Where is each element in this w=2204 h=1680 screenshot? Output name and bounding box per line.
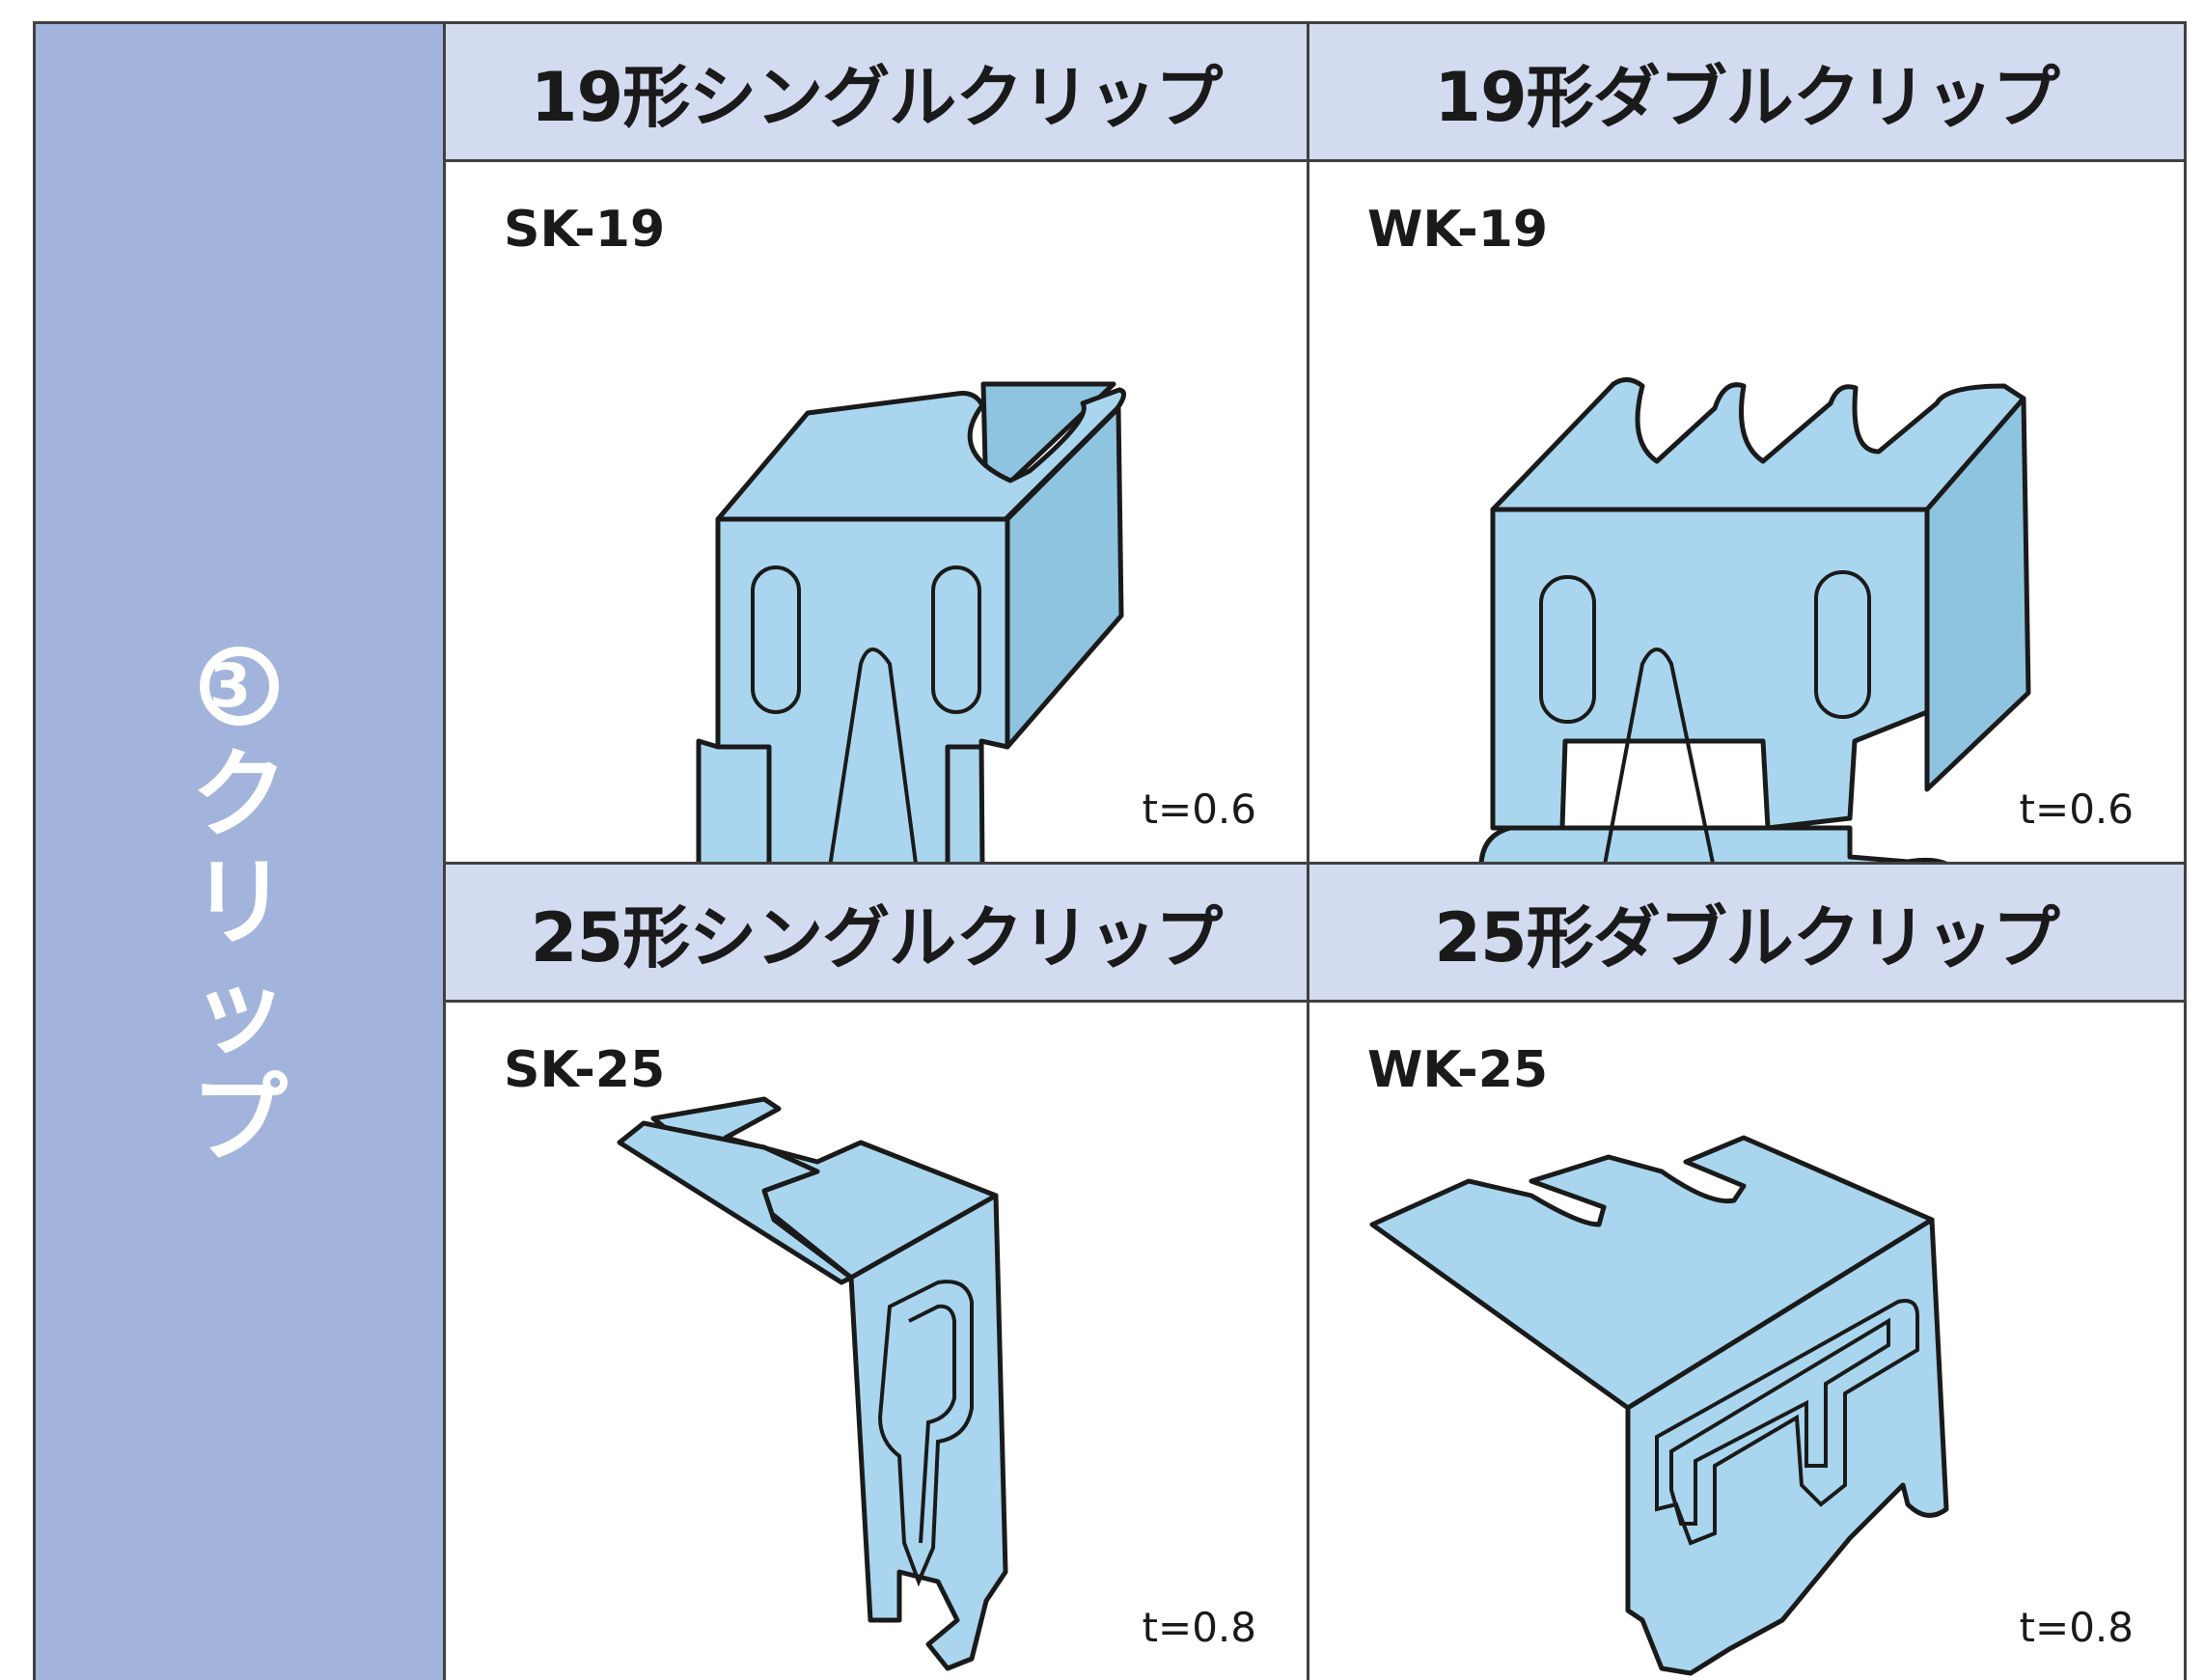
category-label: 3 ク リ ッ プ <box>36 647 443 1173</box>
product-thickness: t=0.8 <box>1142 1604 1256 1651</box>
product-code: WK-19 <box>1367 201 1549 259</box>
product-thickness: t=0.6 <box>1142 785 1256 833</box>
wk19-clip-illustration <box>1478 377 2031 862</box>
product-thickness: t=0.6 <box>2019 785 2134 833</box>
product-title-wk25: 25形ダブルクリップ <box>1309 865 2184 1003</box>
product-code: SK-25 <box>504 1041 666 1099</box>
product-cell-wk25: WK-25 t=0.8 <box>1309 1003 2184 1680</box>
product-cell-sk19: SK-19 t=0.6 <box>446 162 1309 865</box>
category-char: リ <box>191 846 288 959</box>
category-number-badge: 3 <box>200 647 279 726</box>
category-side-panel: 3 ク リ ッ プ <box>36 24 446 1680</box>
product-thickness: t=0.8 <box>2019 1604 2134 1651</box>
product-code: SK-19 <box>504 201 666 259</box>
product-cell-wk19: WK-19 t=0.6 <box>1309 162 2184 865</box>
sk19-clip-illustration <box>696 381 1126 862</box>
product-title-sk25: 25形シングルクリップ <box>446 865 1309 1003</box>
product-code: WK-25 <box>1367 1041 1549 1099</box>
category-char: ッ <box>191 954 288 1067</box>
category-char: ク <box>191 738 288 851</box>
sk25-clip-illustration <box>617 1096 1008 1671</box>
wk25-clip-illustration <box>1369 1135 1949 1676</box>
clip-product-table: 3 ク リ ッ プ 19形シングルクリップ 19形ダブルクリップ SK-19 <box>33 21 2187 1680</box>
product-title-wk19: 19形ダブルクリップ <box>1309 24 2184 162</box>
product-cell-sk25: SK-25 t=0.8 <box>446 1003 1309 1680</box>
product-title-sk19: 19形シングルクリップ <box>446 24 1309 162</box>
category-char: プ <box>191 1062 288 1175</box>
